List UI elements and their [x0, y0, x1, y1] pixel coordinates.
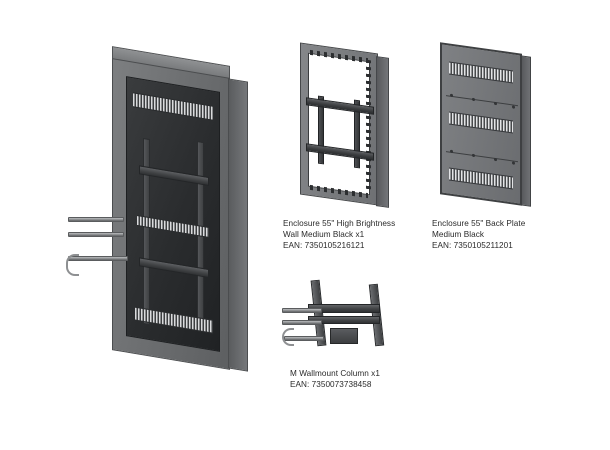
plate-seam-lower: [446, 151, 518, 163]
plate-bolt: [494, 101, 497, 106]
plate-bolt: [450, 149, 453, 154]
plate-bolt: [512, 161, 515, 165]
caption-line-2: Wall Medium Black x1: [283, 230, 365, 239]
column-arm-upper: [282, 308, 322, 313]
wall-frame-side-face: [376, 56, 389, 208]
high-brightness-wall-illustration: [292, 42, 402, 209]
enclosure-side-face: [228, 78, 248, 372]
plate-vent-top-icon: [449, 61, 513, 84]
cable-hook: [66, 254, 79, 276]
caption-back-plate: Enclosure 55" Back Plate Medium Black EA…: [432, 218, 525, 251]
plate-bolt: [450, 93, 453, 98]
plate-body: [440, 42, 522, 206]
caption-line-1: M Wallmount Column x1: [290, 369, 380, 378]
caption-line-2: Medium Black: [432, 230, 485, 239]
caption-ean: EAN: 7350105211201: [432, 241, 513, 250]
caption-line-1: Enclosure 55" Back Plate: [432, 219, 526, 228]
plate-bolt: [494, 157, 497, 162]
caption-ean: EAN: 7350073738458: [290, 380, 372, 389]
plate-vent-bottom-icon: [449, 167, 513, 190]
caption-line-1: Enclosure 55" High Brightness: [283, 219, 396, 228]
caption-ean: EAN: 7350105216121: [283, 241, 365, 250]
back-plate-illustration: [432, 42, 542, 209]
column-arm-middle: [282, 320, 322, 325]
caption-wallmount-column: M Wallmount Column x1 EAN: 7350073738458: [290, 368, 380, 390]
wall-arm-middle: [68, 232, 124, 237]
caption-high-brightness-wall: Enclosure 55" High Brightness Wall Mediu…: [283, 218, 395, 251]
wallmount-column-illustration: [282, 278, 402, 358]
column-mount-plate: [330, 328, 358, 344]
vent-strip-top-icon: [133, 92, 213, 121]
enclosure-inner-cavity: [126, 76, 220, 352]
perforation-strip-right-icon: [366, 59, 371, 193]
plate-vent-middle-icon: [449, 111, 513, 134]
plate-bolt: [472, 153, 475, 158]
wall-arm-upper: [68, 217, 124, 222]
plate-bolt: [512, 105, 515, 109]
plate-seam-upper: [446, 95, 518, 107]
main-enclosure-illustration: [60, 46, 260, 373]
column-rail-right: [368, 283, 385, 347]
plate-bolt: [472, 97, 475, 102]
column-cable-hook: [282, 328, 294, 346]
